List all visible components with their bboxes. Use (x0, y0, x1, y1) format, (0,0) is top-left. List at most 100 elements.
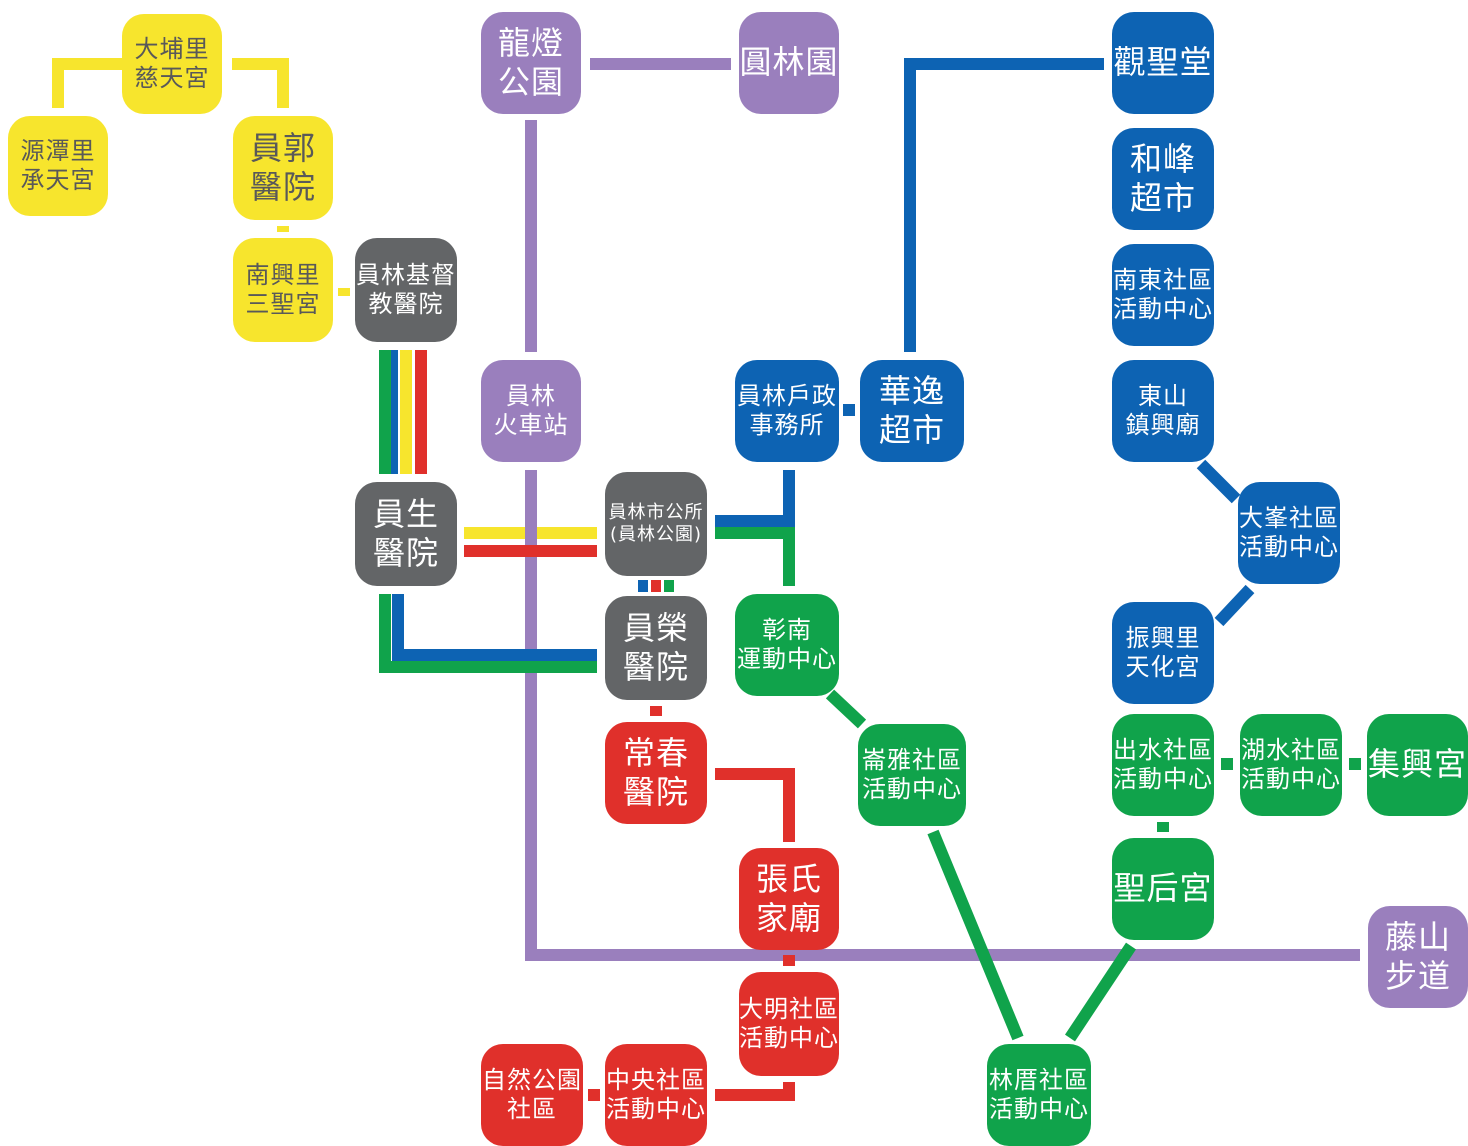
stop-label: 三聖宮 (245, 290, 321, 318)
stop-label: 活動中心 (1113, 295, 1213, 323)
stop-tengshan-trail: 藤山 步道 (1368, 906, 1468, 1008)
red-route-line (715, 768, 795, 842)
stop-label: 活動中心 (739, 1024, 839, 1052)
stop-changchun-hospital: 常春 醫院 (605, 722, 707, 824)
stop-label: 華逸 (878, 371, 945, 410)
stop-huayi-supermarket: 華逸 超市 (860, 360, 964, 462)
stop-jixing-temple: 集興宮 (1367, 714, 1468, 816)
stop-yuanlinyuan: 圓林園 (739, 12, 839, 114)
stop-label: 南興里 (245, 260, 321, 289)
green-route-line (379, 594, 597, 673)
green-route-line (715, 527, 795, 586)
stop-label: 員林市公所 (608, 502, 704, 524)
blue-route-line (1214, 584, 1255, 627)
stop-label: 活動中心 (1239, 533, 1339, 561)
stop-hefeng-supermarket: 和峰 超市 (1112, 128, 1214, 230)
stop-label: 林厝社區 (989, 1065, 1089, 1094)
stop-chushui-community-center: 出水社區 活動中心 (1112, 714, 1214, 816)
stop-label: 大明社區 (739, 994, 839, 1023)
stop-label: 事務所 (749, 411, 825, 439)
stop-label: 常春 (622, 733, 689, 772)
stop-city-hall: 員林市公所 (員林公園) (605, 472, 707, 576)
blue-route-line (715, 470, 795, 527)
stop-label: 醫院 (622, 648, 689, 686)
stop-zhang-family-temple: 張氏 家廟 (739, 848, 839, 950)
stop-label: 出水社區 (1113, 735, 1213, 764)
stop-label: 運動中心 (737, 645, 837, 673)
stop-ziran-park-community: 自然公園 社區 (481, 1044, 583, 1146)
stop-yuanrong-hospital: 員榮 醫院 (605, 596, 707, 700)
stop-label: 步道 (1384, 957, 1451, 995)
stop-label: 和峰 (1129, 139, 1196, 178)
green-route-line (825, 689, 867, 729)
stop-label: 教醫院 (368, 290, 444, 318)
stop-label: 彰南 (762, 615, 812, 644)
stop-label: 醫院 (249, 168, 316, 206)
stop-label: 超市 (878, 411, 945, 449)
stop-label: 員生 (372, 494, 439, 533)
stop-dongshan-zhenxing-temple: 東山 鎮興廟 (1112, 360, 1214, 462)
yellow-route-line (232, 58, 289, 108)
stop-household-registration-office: 員林戶政 事務所 (735, 360, 839, 462)
green-route-line (927, 829, 1024, 1041)
stop-zhangnan-sports-center: 彰南 運動中心 (735, 594, 839, 696)
stop-dapuli-citian-temple: 大埔里 慈天宮 (122, 14, 222, 114)
stop-label: 醫院 (622, 773, 689, 811)
blue-route-line (1196, 459, 1241, 504)
stop-label: 聖后宮 (1113, 869, 1213, 908)
stop-label: 火車站 (493, 411, 569, 439)
stop-label: 員林戶政 (737, 381, 837, 410)
stop-label: 公園 (497, 63, 564, 101)
stop-label: 活動中心 (1113, 765, 1213, 793)
stop-shenghou-temple: 聖后宮 (1112, 838, 1214, 940)
stop-label: 大埔里 (134, 34, 210, 63)
stop-yuantanli-chengtian-temple: 源潭里 承天宮 (8, 116, 108, 216)
stop-zhongyang-community-center: 中央社區 活動中心 (605, 1044, 707, 1146)
stop-label: 藤山 (1384, 917, 1451, 956)
stop-label: (員林公園) (609, 524, 703, 545)
stop-label: 承天宮 (20, 166, 96, 194)
green-route-line (1064, 942, 1137, 1042)
stop-linzuo-community-center: 林厝社區 活動中心 (987, 1044, 1091, 1146)
stop-yuansheng-hospital: 員生 醫院 (355, 482, 457, 586)
stop-label: 慈天宮 (134, 64, 210, 92)
stop-christian-hospital: 員林基督 教醫院 (355, 238, 457, 342)
stop-label: 員郭 (249, 128, 316, 167)
stop-label: 活動中心 (1241, 765, 1341, 793)
stop-label: 源潭里 (20, 136, 96, 165)
stop-label: 崙雅社區 (862, 745, 962, 774)
stop-zhenxingli-tianhua-temple: 振興里 天化宮 (1112, 602, 1214, 704)
stop-label: 活動中心 (989, 1095, 1089, 1123)
stop-label: 員榮 (622, 608, 689, 647)
stop-label: 龍燈 (497, 23, 564, 62)
stop-yuanlin-train-station: 員林 火車站 (481, 360, 581, 462)
stop-dafeng-community-center: 大峯社區 活動中心 (1238, 482, 1340, 584)
stop-label: 天化宮 (1125, 653, 1201, 681)
stop-label: 大峯社區 (1239, 503, 1339, 532)
stop-label: 東山 (1138, 381, 1188, 410)
stop-label: 超市 (1129, 179, 1196, 217)
stop-label: 中央社區 (606, 1065, 706, 1094)
blue-route-line (904, 58, 1104, 352)
stop-label: 圓林園 (739, 43, 839, 82)
stop-label: 員林 (506, 381, 556, 410)
stop-yuanguo-hospital: 員郭 醫院 (233, 116, 333, 220)
stop-daming-community-center: 大明社區 活動中心 (739, 972, 839, 1076)
stop-label: 集興宮 (1367, 745, 1467, 784)
stop-label: 觀聖堂 (1113, 43, 1213, 82)
stop-label: 湖水社區 (1241, 735, 1341, 764)
stop-longdeng-park: 龍燈 公園 (481, 12, 581, 114)
stop-hushui-community-center: 湖水社區 活動中心 (1240, 714, 1342, 816)
stop-label: 鎮興廟 (1125, 411, 1201, 439)
stop-label: 自然公園 (482, 1065, 582, 1094)
stop-label: 員林基督 (356, 260, 456, 289)
stop-guanshengtang: 觀聖堂 (1112, 12, 1214, 114)
yellow-route-line (52, 58, 122, 108)
stop-label: 家廟 (755, 899, 822, 937)
stop-label: 張氏 (755, 859, 822, 898)
red-route-line (715, 1082, 795, 1101)
stop-label: 振興里 (1125, 623, 1201, 652)
stop-label: 活動中心 (862, 775, 962, 803)
